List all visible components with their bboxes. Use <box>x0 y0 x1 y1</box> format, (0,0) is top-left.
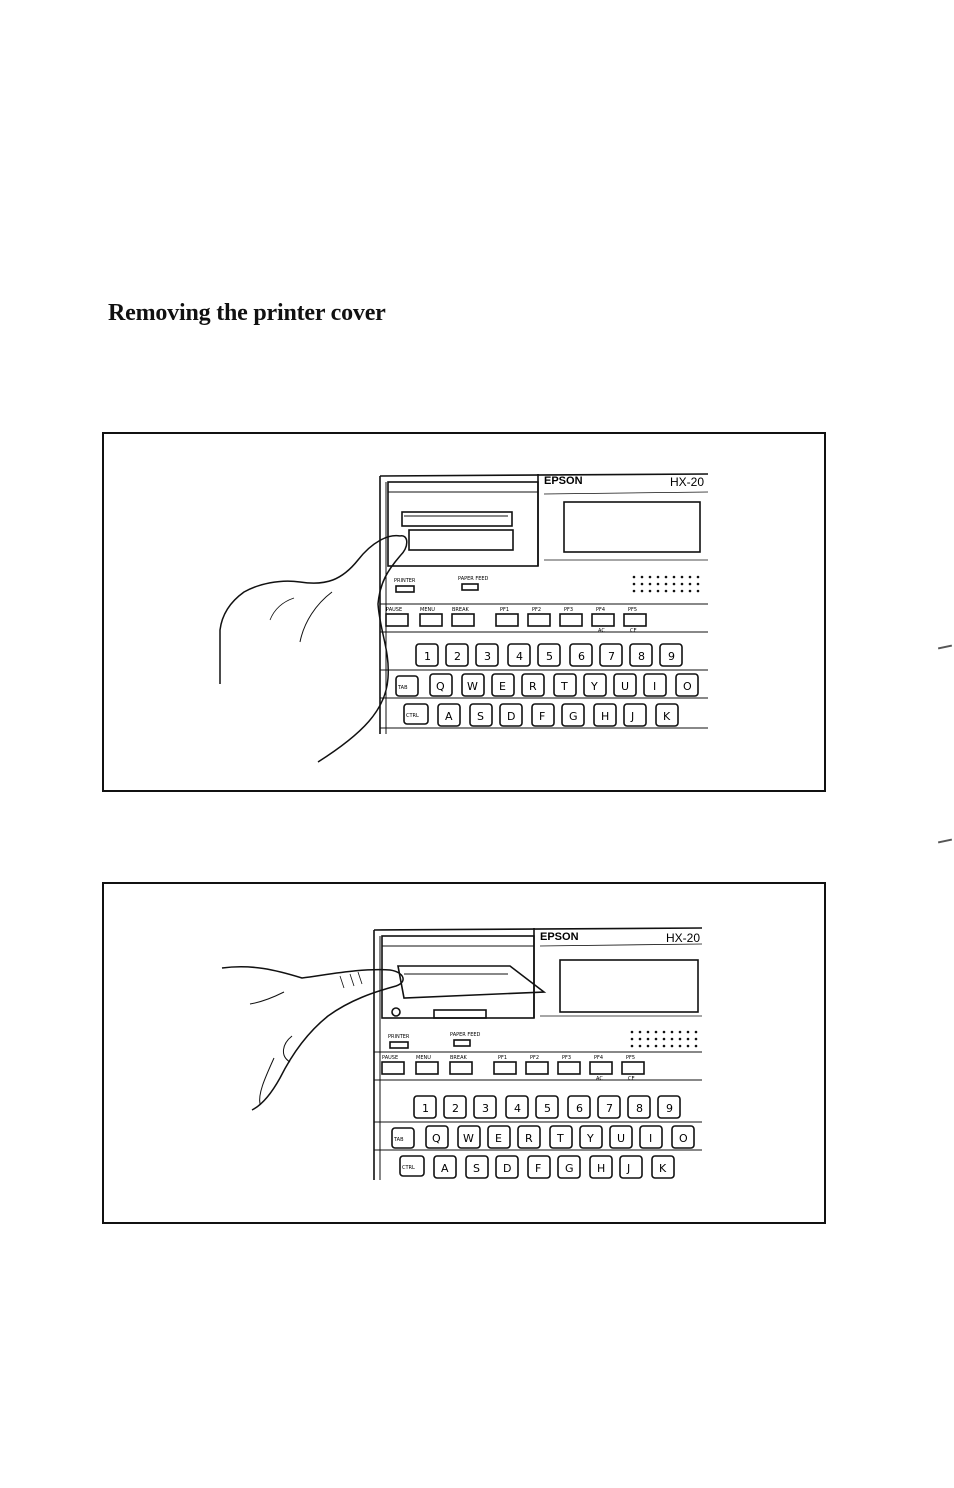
key-menu-label: MENU <box>416 1055 431 1061</box>
key-9: 9 <box>668 650 675 663</box>
figure-1-labels: EPSON HX-20 PRINTER PAPER FEED PAUSE MEN… <box>104 434 824 790</box>
brand-label: EPSON <box>540 931 579 943</box>
key-2: 2 <box>454 650 461 663</box>
key-r: R <box>529 680 537 693</box>
figure-printer-cover-step-1: EPSON HX-20 PRINTER PAPER FEED PAUSE MEN… <box>102 432 826 792</box>
figure-2-labels: EPSON HX-20 PRINTER PAPER FEED PAUSE MEN… <box>104 884 824 1222</box>
key-2: 2 <box>452 1102 459 1115</box>
key-9: 9 <box>666 1102 673 1115</box>
printer-switch-label: PRINTER <box>388 1034 410 1040</box>
key-d: D <box>503 1162 511 1175</box>
key-q: Q <box>436 680 445 693</box>
key-tab: TAB <box>393 1137 404 1143</box>
key-ctrl: CTRL <box>402 1165 415 1171</box>
scan-mark <box>938 839 952 844</box>
section-heading: Removing the printer cover <box>108 300 386 327</box>
key-i: I <box>653 680 656 693</box>
key-pf5-label: PF5 <box>628 607 637 613</box>
brand-label: EPSON <box>544 475 583 487</box>
key-k: K <box>663 710 671 723</box>
key-3: 3 <box>482 1102 489 1115</box>
key-h: H <box>601 710 609 723</box>
key-6: 6 <box>578 650 585 663</box>
key-pause-label: PAUSE <box>382 1055 398 1061</box>
key-w: W <box>467 680 478 693</box>
key-g: G <box>565 1162 574 1175</box>
key-tab: TAB <box>397 685 408 691</box>
figure-printer-cover-step-2: EPSON HX-20 PRINTER PAPER FEED PAUSE MEN… <box>102 882 826 1224</box>
key-ctrl: CTRL <box>406 713 419 719</box>
key-ac-label: AC <box>596 1076 603 1082</box>
key-e: E <box>495 1132 502 1145</box>
key-g: G <box>569 710 578 723</box>
printer-switch-label: PRINTER <box>394 578 416 584</box>
key-menu-label: MENU <box>420 607 435 613</box>
key-f: F <box>535 1162 541 1175</box>
scan-mark <box>938 645 952 650</box>
key-ce-label: CE <box>628 1076 635 1082</box>
key-pf3-label: PF3 <box>564 607 573 613</box>
key-t: T <box>560 680 568 693</box>
key-5: 5 <box>544 1102 551 1115</box>
key-break-label: BREAK <box>452 607 469 613</box>
key-7: 7 <box>608 650 615 663</box>
key-ce-label: CE <box>630 628 637 634</box>
key-pause-label: PAUSE <box>386 607 402 613</box>
key-5: 5 <box>546 650 553 663</box>
key-i: I <box>649 1132 652 1145</box>
model-label: HX-20 <box>670 475 704 489</box>
key-h: H <box>597 1162 605 1175</box>
key-3: 3 <box>484 650 491 663</box>
key-u: U <box>617 1132 625 1145</box>
key-a: A <box>441 1162 449 1175</box>
key-d: D <box>507 710 515 723</box>
paper-feed-label: PAPER FEED <box>450 1032 481 1038</box>
key-r: R <box>525 1132 533 1145</box>
key-k: K <box>659 1162 667 1175</box>
model-label: HX-20 <box>666 931 700 945</box>
key-pf1-label: PF1 <box>500 607 509 613</box>
key-pf2-label: PF2 <box>532 607 541 613</box>
key-u: U <box>621 680 629 693</box>
key-t: T <box>556 1132 564 1145</box>
key-w: W <box>463 1132 474 1145</box>
key-f: F <box>539 710 545 723</box>
key-e: E <box>499 680 506 693</box>
key-1: 1 <box>422 1102 429 1115</box>
key-4: 4 <box>516 650 523 663</box>
key-pf2-label: PF2 <box>530 1055 539 1061</box>
key-ac-label: AC <box>598 628 605 634</box>
key-o: O <box>683 680 692 693</box>
key-1: 1 <box>424 650 431 663</box>
key-break-label: BREAK <box>450 1055 467 1061</box>
key-pf4-label: PF4 <box>596 607 605 613</box>
key-6: 6 <box>576 1102 583 1115</box>
key-8: 8 <box>636 1102 643 1115</box>
key-s: S <box>473 1162 480 1175</box>
key-pf5-label: PF5 <box>626 1055 635 1061</box>
key-pf4-label: PF4 <box>594 1055 603 1061</box>
key-q: Q <box>432 1132 441 1145</box>
key-7: 7 <box>606 1102 613 1115</box>
key-8: 8 <box>638 650 645 663</box>
key-4: 4 <box>514 1102 521 1115</box>
key-y: Y <box>586 1132 594 1145</box>
key-pf1-label: PF1 <box>498 1055 507 1061</box>
paper-feed-label: PAPER FEED <box>458 576 489 582</box>
key-o: O <box>679 1132 688 1145</box>
key-s: S <box>477 710 484 723</box>
key-y: Y <box>590 680 598 693</box>
key-j: J <box>626 1162 630 1175</box>
key-a: A <box>445 710 453 723</box>
key-j: J <box>630 710 634 723</box>
key-pf3-label: PF3 <box>562 1055 571 1061</box>
